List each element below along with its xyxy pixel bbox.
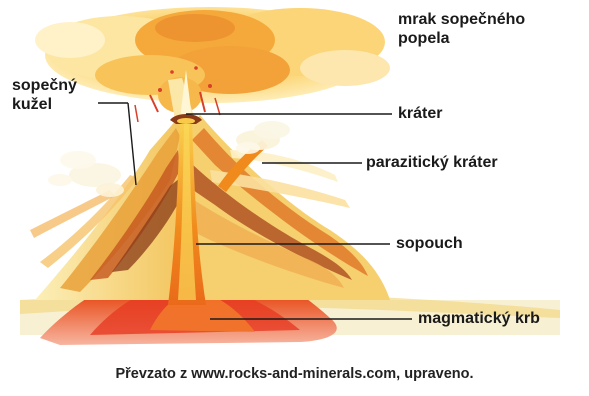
- label-ash-cloud: mrak sopečného popela: [398, 10, 525, 48]
- leader-line-cone-drop: [128, 103, 136, 185]
- steam-puffs: [48, 151, 124, 197]
- source-credit: Převzato z www.rocks-and-minerals.com, u…: [0, 366, 589, 382]
- ash-cloud: [35, 7, 390, 113]
- label-conduit: sopouch: [396, 234, 463, 253]
- volcano-cone: [30, 115, 390, 300]
- label-magma-chamber: magmatický krb: [418, 309, 540, 328]
- label-parasitic-crater: parazitický kráter: [366, 153, 498, 172]
- label-volcanic-cone: sopečný kužel: [12, 76, 77, 114]
- label-crater: kráter: [398, 104, 442, 123]
